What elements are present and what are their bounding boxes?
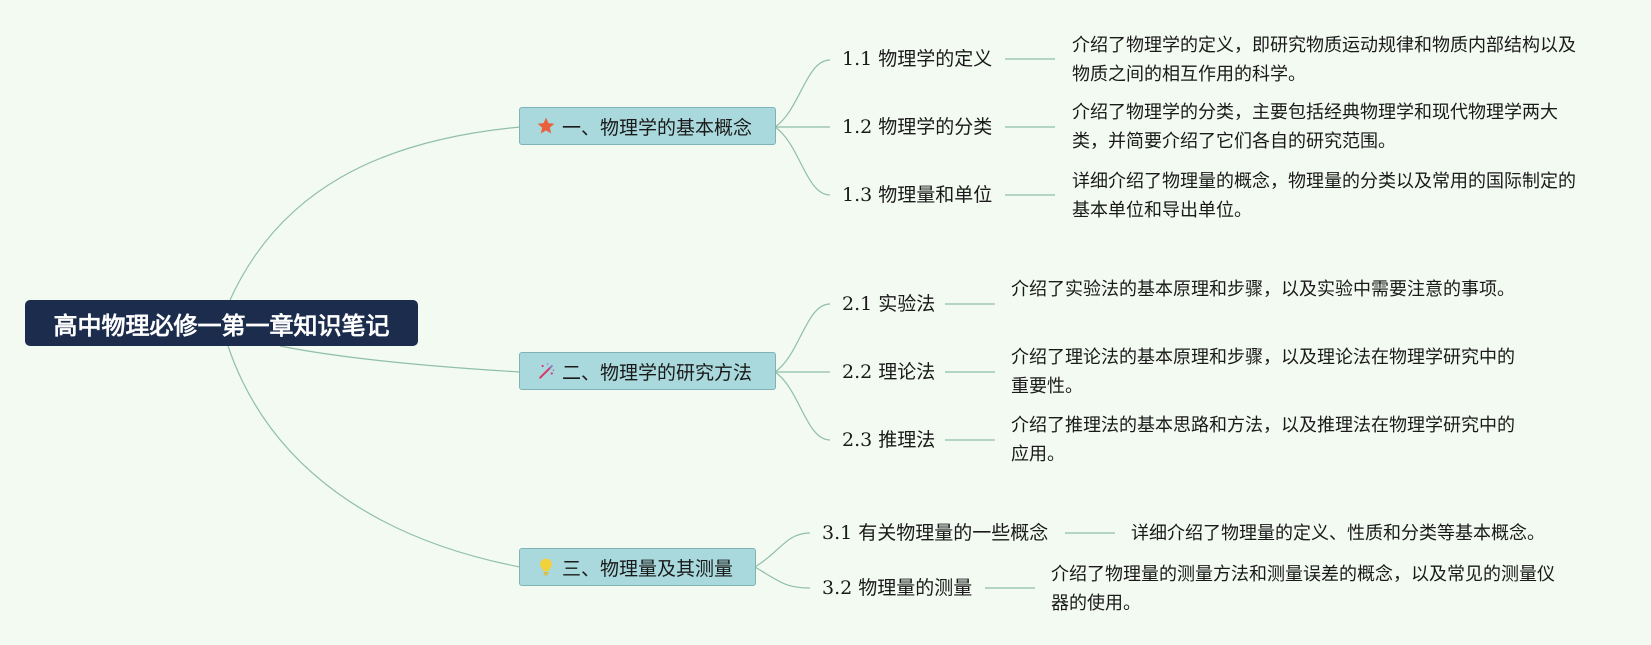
subtopic-number: 1.3 (842, 184, 873, 206)
description-1-3: 详细介绍了物理量的概念，物理量的分类以及常用的国际制定的基本单位和导出单位。 (1072, 171, 1576, 221)
connector-root-branch-1 (229, 126, 521, 301)
subtopic-number: 2.1 (842, 293, 873, 315)
lightbulb-icon (536, 557, 556, 577)
branch-basic-concepts[interactable]: 一、物理学的基本概念 (519, 107, 776, 145)
subtopic-3-1[interactable]: 3.1 有关物理量的一些概念 (822, 518, 1048, 548)
subtopic-2-1[interactable]: 2.1 实验法 (842, 289, 935, 319)
connector-b1-s1 (774, 59, 831, 128)
description-1-2: 介绍了物理学的分类，主要包括经典物理学和现代物理学两大类，并简要介绍了它们各自的… (1072, 102, 1558, 152)
description-2-2: 介绍了理论法的基本原理和步骤，以及理论法在物理学研究中的重要性。 (1011, 347, 1515, 397)
branch-label: 一、物理学的基本概念 (562, 116, 753, 139)
description-1-1: 介绍了物理学的定义，即研究物质运动规律和物质内部结构以及物质之间的相互作用的科学… (1072, 35, 1576, 85)
subtopic-title: 物理量和单位 (878, 184, 993, 206)
subtopic-number: 3.1 (822, 522, 853, 544)
star-icon (536, 116, 556, 136)
subtopic-number: 1.2 (842, 116, 873, 138)
root-topic[interactable]: 高中物理必修一第一章知识笔记 (25, 300, 418, 346)
connector-b3-s1 (754, 532, 811, 568)
subtopic-number: 2.3 (842, 429, 873, 451)
subtopic-title: 推理法 (878, 429, 936, 451)
subtopic-2-3[interactable]: 2.3 推理法 (842, 425, 935, 455)
subtopic-title: 物理学的分类 (878, 116, 993, 138)
branch-research-methods[interactable]: 二、物理学的研究方法 (519, 352, 776, 390)
subtopic-title: 理论法 (878, 361, 936, 383)
subtopic-number: 3.2 (822, 577, 853, 599)
connector-root-branch-3 (227, 345, 521, 568)
subtopic-3-2[interactable]: 3.2 物理量的测量 (822, 573, 972, 603)
connector-b2-s1 (774, 303, 831, 373)
connector-b2-s3 (774, 371, 831, 441)
connector-root-branch-2 (279, 345, 521, 373)
description-3-2: 介绍了物理量的测量方法和测量误差的概念，以及常见的测量仪器的使用。 (1051, 564, 1555, 614)
connector-b1-s3 (774, 126, 831, 196)
subtopic-1-3[interactable]: 1.3 物理量和单位 (842, 180, 992, 210)
subtopic-number: 2.2 (842, 361, 873, 383)
branch-label: 三、物理量及其测量 (562, 557, 734, 580)
subtopic-number: 1.1 (842, 48, 873, 70)
branch-label: 二、物理学的研究方法 (562, 361, 753, 384)
subtopic-title: 物理学的定义 (878, 48, 993, 70)
description-2-3: 介绍了推理法的基本思路和方法，以及推理法在物理学研究中的应用。 (1011, 415, 1515, 465)
magic-wand-icon (536, 361, 556, 381)
branch-physical-quantities[interactable]: 三、物理量及其测量 (519, 548, 756, 586)
subtopic-title: 有关物理量的一些概念 (858, 522, 1049, 544)
connector-b3-s2 (754, 566, 811, 589)
subtopic-title: 物理量的测量 (858, 577, 973, 599)
root-title: 高中物理必修一第一章知识笔记 (53, 311, 390, 340)
subtopic-1-1[interactable]: 1.1 物理学的定义 (842, 44, 992, 74)
subtopic-title: 实验法 (878, 293, 936, 315)
subtopic-1-2[interactable]: 1.2 物理学的分类 (842, 112, 992, 142)
description-2-1: 介绍了实验法的基本原理和步骤，以及实验中需要注意的事项。 (1011, 279, 1515, 300)
subtopic-2-2[interactable]: 2.2 理论法 (842, 357, 935, 387)
description-3-1: 详细介绍了物理量的定义、性质和分类等基本概念。 (1131, 523, 1545, 544)
